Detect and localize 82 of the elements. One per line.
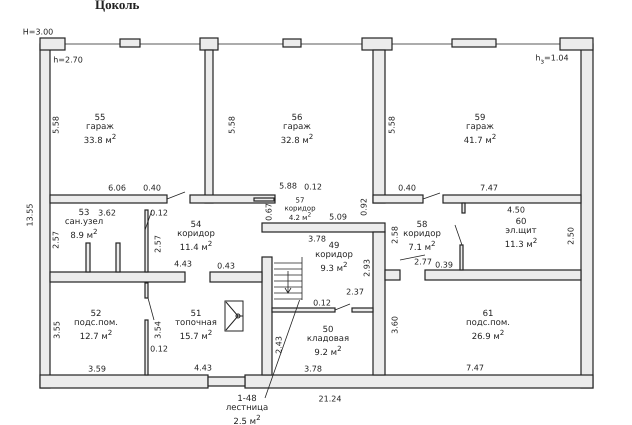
room-area-value: 8.9 м$^{2}$ [70, 227, 98, 241]
dimension-label: 0.40 [398, 184, 416, 192]
dimension-label: 7.47 [466, 364, 484, 372]
room-name: эл.щит [505, 227, 537, 236]
room-area-value: 9.3 м$^{2}$ [320, 260, 348, 274]
dimension-label: 5.88 [279, 182, 297, 190]
room-name: коридор [177, 230, 215, 240]
room-name: коридор [403, 230, 441, 240]
dimension-label: 13.55 [26, 204, 34, 226]
dimension-label: 0.40 [143, 184, 161, 192]
dimension-label: 0.12 [150, 208, 168, 218]
room-number: 60 [516, 218, 526, 228]
height-note: H=3.00 [22, 28, 54, 36]
room-number: 58 [416, 221, 428, 230]
dimension-label: 2.77 [414, 258, 432, 266]
dimension-label: 0.67 [264, 203, 274, 221]
room-number: 59 [474, 114, 486, 124]
dimension-label: 2.57 [154, 235, 162, 253]
room-area-value: 2.5 м$^{2}$ [233, 413, 261, 425]
room-name: топочная [175, 319, 217, 328]
dimension-label: 2.43 [274, 336, 284, 354]
room-number: 54 [190, 221, 202, 230]
dimension-label: 7.47 [480, 184, 498, 192]
room-name: лестница [226, 404, 268, 414]
dimension-label: 3.62 [98, 208, 116, 218]
room-number: 49 [328, 242, 340, 252]
room-area-value: 33.8 м$^{2}$ [84, 132, 116, 146]
dimension-label: 0.12 [150, 344, 168, 354]
room-name: сан.узел [64, 218, 104, 228]
room-number: 1-48 [237, 395, 257, 404]
dimension-label: 0.12 [313, 298, 331, 308]
dimension-label: 0.39 [435, 260, 453, 270]
dimension-label: 2.58 [390, 226, 400, 244]
dimension-label: 3.60 [390, 316, 400, 334]
dimension-label: 5.58 [52, 116, 60, 134]
room-name: подс.пом. [74, 319, 118, 328]
room-name: коридор [315, 251, 353, 260]
room-number: 55 [94, 114, 106, 124]
room-number: 51 [190, 310, 202, 320]
dimension-label: 0.92 [360, 198, 368, 216]
dimension-label: 2.57 [52, 231, 60, 249]
dimension-label: 0.12 [304, 182, 322, 192]
dimension-label: 5.58 [388, 116, 396, 134]
height-note: h$_{з}$=1.04 [535, 54, 569, 66]
room-name: кладовая [306, 335, 350, 344]
dimension-label: 3.54 [154, 321, 162, 339]
room-area-value: 9.2 м$^{2}$ [314, 344, 342, 358]
plan-title: Цоколь [95, 0, 140, 13]
dimension-label: 5.58 [228, 116, 236, 134]
dimension-label: 5.09 [329, 212, 347, 222]
room-number: 52 [90, 310, 102, 320]
dimension-label: 2.50 [566, 227, 576, 245]
room-name: гараж [86, 123, 114, 132]
dimension-label: 0.43 [217, 262, 235, 270]
room-name: подс.пом. [466, 319, 510, 328]
dimension-label: 4.50 [507, 206, 525, 214]
room-name: гараж [466, 123, 494, 132]
leader-line [264, 300, 300, 398]
dimension-label: 21.24 [318, 394, 342, 404]
dimension-label: 3.59 [88, 364, 106, 374]
room-area-value: 41.7 м$^{2}$ [464, 132, 496, 146]
room-number: 56 [292, 114, 302, 124]
dimension-label: 3.55 [52, 321, 62, 339]
room-area-value: 32.8 м$^{2}$ [280, 132, 314, 146]
room-area-value: 7.1 м$^{2}$ [408, 239, 436, 253]
room-area-value: 12.7 м$^{2}$ [80, 328, 112, 342]
room-area-value: 11.3 м$^{2}$ [504, 236, 538, 250]
room-number: 50 [322, 326, 334, 336]
dimension-label: 6.06 [108, 184, 126, 192]
dimension-label: 2.37 [346, 288, 364, 296]
room-number: 53 [78, 209, 90, 218]
room-number: 61 [482, 310, 494, 320]
dimension-label: 4.43 [174, 260, 192, 268]
room-area-value: 11.4 м$^{2}$ [180, 239, 212, 253]
dimension-label: 3.78 [304, 364, 322, 374]
dimension-label: 3.78 [308, 234, 326, 244]
dimension-label: 2.93 [362, 259, 372, 277]
room-area-value: 26.9 м$^{2}$ [472, 328, 504, 342]
room-area-value: 15.7 м$^{2}$ [180, 328, 212, 342]
height-note: h=2.70 [53, 56, 83, 64]
room-name: гараж [283, 123, 311, 132]
dimension-label: 4.43 [194, 364, 212, 372]
